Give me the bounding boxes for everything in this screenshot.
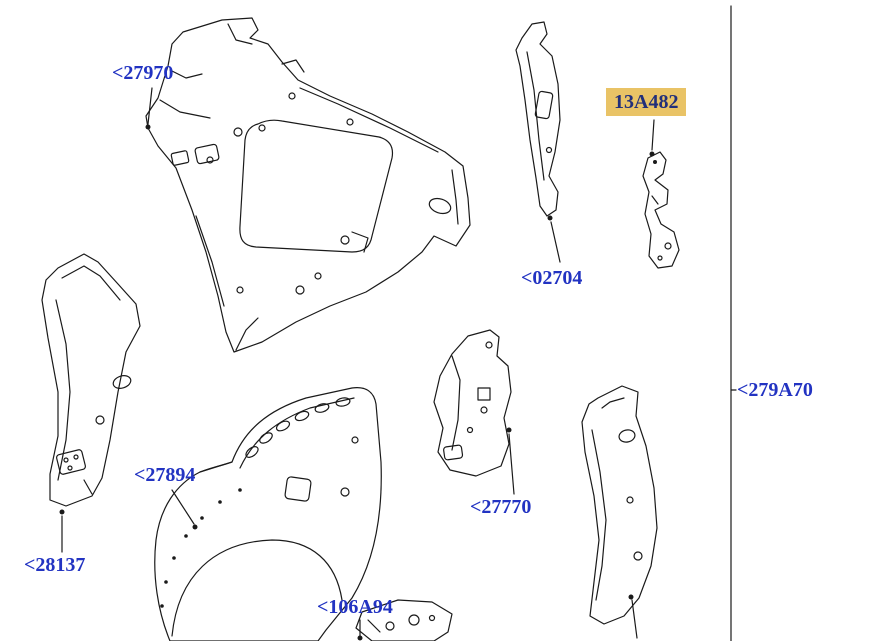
part-label-106A94[interactable]: <106A94 bbox=[317, 596, 393, 618]
leader-lines bbox=[59, 5, 737, 641]
part-drawing-bracket bbox=[642, 151, 680, 269]
part-label-28137[interactable]: <28137 bbox=[24, 554, 86, 576]
part-label-27770[interactable]: <27770 bbox=[470, 496, 532, 518]
part-drawing-wheel-arch-panel bbox=[154, 387, 382, 641]
part-label-279A70[interactable]: <279A70 bbox=[737, 379, 813, 401]
part-drawing-rear-pillar-panel bbox=[581, 385, 658, 625]
part-label-02704[interactable]: <02704 bbox=[521, 267, 583, 289]
part-label-27970[interactable]: <27970 bbox=[112, 62, 174, 84]
part-drawing-bottom-bracket bbox=[355, 599, 453, 641]
part-drawing-quarter-inner-panel bbox=[145, 17, 471, 353]
part-label-13A482[interactable]: 13A482 bbox=[606, 88, 687, 116]
part-drawing-bracket-panel bbox=[433, 329, 512, 477]
part-label-27894[interactable]: <27894 bbox=[134, 464, 196, 486]
part-drawing-reinforcement-strip bbox=[515, 21, 561, 217]
part-drawing-pillar bbox=[41, 253, 141, 507]
